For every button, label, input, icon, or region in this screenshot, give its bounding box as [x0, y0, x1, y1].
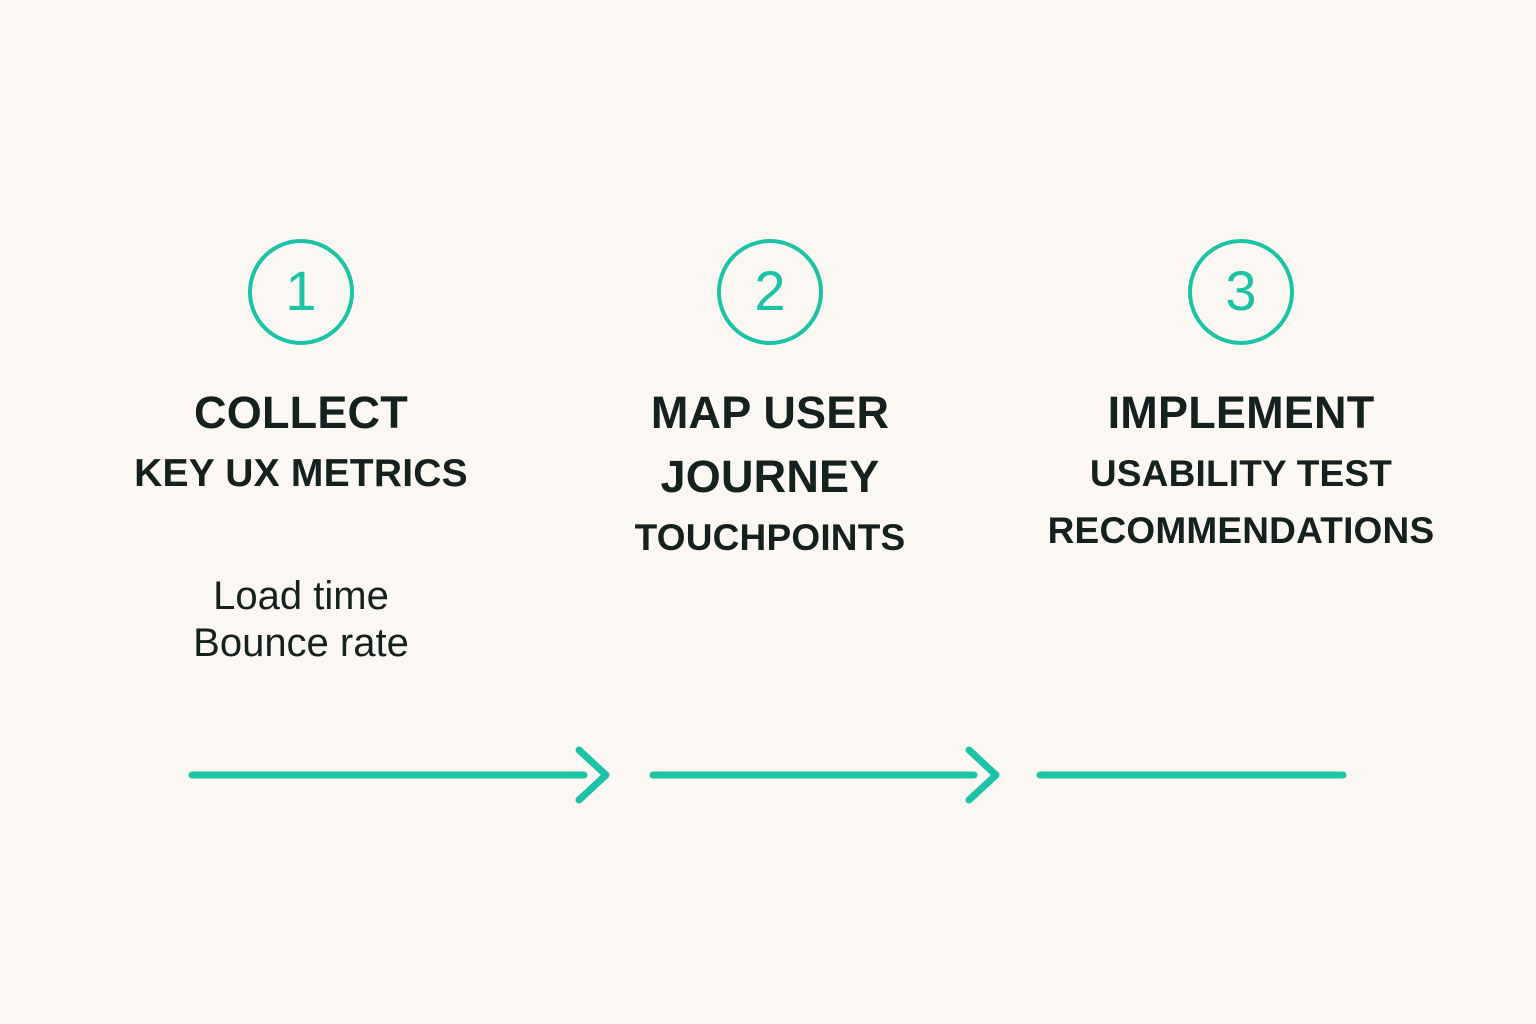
- step-number-badge-1: 1: [248, 239, 354, 345]
- step-number-label-2: 2: [754, 258, 786, 322]
- step-heading-line-1-2: KEY UX METRICS: [134, 451, 468, 495]
- step-number-badge-2: 2: [717, 239, 823, 345]
- step-heading-line-2-3: TOUCHPOINTS: [634, 516, 906, 558]
- step-heading-3: IMPLEMENT USABILITY TEST RECOMMENDATIONS: [1011, 381, 1471, 560]
- step-number-label-1: 1: [285, 258, 317, 322]
- process-step-1: 1 COLLECT KEY UX METRICS Load time Bounc…: [21, 0, 581, 1024]
- step-number-badge-3: 3: [1188, 239, 1294, 345]
- step-heading-line-2-1: MAP USER: [650, 387, 890, 438]
- step-heading-line-1-1: COLLECT: [194, 387, 408, 438]
- step-heading-line-3-1: IMPLEMENT: [1107, 387, 1375, 438]
- step-heading-line-3-2: USABILITY TEST: [1089, 452, 1393, 494]
- step-heading-line-2-2: JOURNEY: [660, 450, 880, 502]
- step-number-label-3: 3: [1225, 258, 1257, 322]
- step-heading-1: COLLECT KEY UX METRICS: [71, 381, 531, 503]
- step-sublist-1: Load time Bounce rate: [71, 573, 531, 667]
- step-sub-item-1-2: Bounce rate: [193, 621, 409, 666]
- step-heading-line-3-3: RECOMMENDATIONS: [1047, 510, 1435, 552]
- step-heading-2: MAP USER JOURNEY TOUCHPOINTS: [540, 381, 1000, 566]
- step-sub-item-1-1: Load time: [213, 574, 389, 618]
- process-step-2: 2 MAP USER JOURNEY TOUCHPOINTS: [490, 0, 1050, 1024]
- process-step-3: 3 IMPLEMENT USABILITY TEST RECOMMENDATIO…: [961, 0, 1521, 1024]
